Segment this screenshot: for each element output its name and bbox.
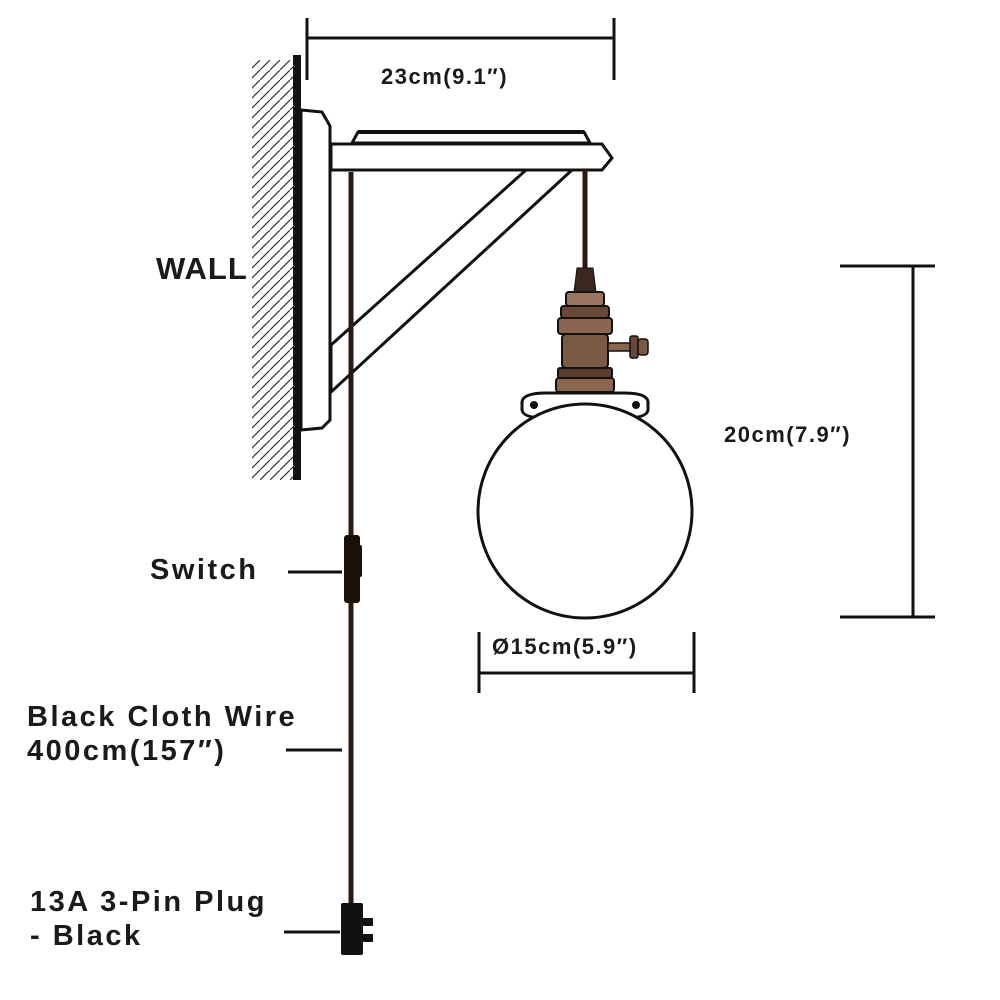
wall-label: WALL xyxy=(156,251,248,286)
plug-label-line2: - Black xyxy=(30,920,143,952)
wall-plate xyxy=(299,108,332,432)
glass-globe xyxy=(476,402,694,620)
wall-line xyxy=(293,55,301,480)
lamp-arm xyxy=(329,142,614,172)
height-dimension xyxy=(840,264,935,619)
wire-label: Black Cloth Wire 400cm(157″) xyxy=(27,700,297,768)
wire-label-line1: Black Cloth Wire xyxy=(27,701,298,733)
width-dimension xyxy=(305,18,616,80)
plug-body xyxy=(341,903,363,955)
diameter-label: Ø15cm(5.9″) xyxy=(492,634,638,659)
wire-label-line2: 400cm(157″) xyxy=(27,735,227,767)
width-label: 23cm(9.1″) xyxy=(381,64,509,89)
diameter-dimension xyxy=(477,632,696,693)
height-label: 20cm(7.9″) xyxy=(724,422,852,447)
wall-hatch xyxy=(252,60,294,480)
lamp-socket xyxy=(555,291,615,393)
plug-label-line1: 13A 3-Pin Plug xyxy=(30,886,267,918)
cord-grip xyxy=(573,267,597,293)
arm-brace xyxy=(329,168,576,396)
switch-label: Switch xyxy=(150,554,259,586)
socket-knob xyxy=(607,335,649,359)
plug-label: 13A 3-Pin Plug - Black xyxy=(30,885,267,953)
